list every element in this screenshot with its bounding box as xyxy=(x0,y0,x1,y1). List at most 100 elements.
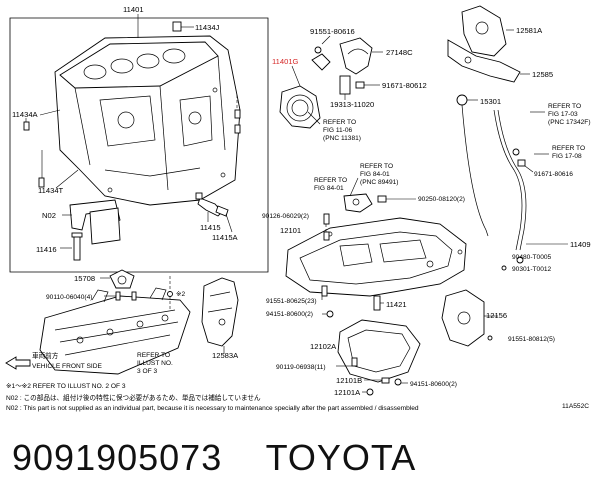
label-11421[interactable]: 11421 xyxy=(386,300,407,309)
label-11415A[interactable]: 11415A xyxy=(212,233,239,242)
ref-1106-line3: (PNC 11381) xyxy=(323,135,361,142)
ref-illust-line1: REFER TO xyxy=(137,352,170,359)
bolt-11416[interactable] xyxy=(60,232,83,261)
engine-bracket-12581A[interactable] xyxy=(461,5,514,57)
ref-8401-line1: REFER TO xyxy=(360,163,393,170)
bolt-90126[interactable] xyxy=(323,213,330,241)
pin-11434A[interactable] xyxy=(23,118,30,131)
footer-notes: ※1～※2 REFER TO ILLUST NO. 2 OF 3 N02 : こ… xyxy=(6,383,419,412)
oil-seal-retainer-11401G[interactable] xyxy=(279,65,321,129)
crankcase-baffle[interactable] xyxy=(39,287,191,375)
ref-illust-line2[interactable]: ILLUST NO. xyxy=(137,360,173,367)
ref-8401b-line1: REFER TO xyxy=(314,177,347,184)
oil-strainer-12156[interactable] xyxy=(441,289,498,347)
vehicle-front-arrow-icon xyxy=(5,356,31,370)
ref-1708-line2[interactable]: FIG 17-08 xyxy=(552,153,582,160)
reference-labels: REFER TO FIG 11-06 (PNC 11381) REFER TO … xyxy=(32,103,591,375)
ref-8401-line2[interactable]: FIG 84-01 xyxy=(360,171,390,178)
diagram-code: 11A552C xyxy=(562,403,589,410)
bolt-90250[interactable] xyxy=(377,195,416,203)
strainer-11421[interactable] xyxy=(373,295,384,311)
label-90119[interactable]: 90119-06938(11) xyxy=(276,364,326,371)
label-11415[interactable]: 11415 xyxy=(200,223,221,232)
label-12101[interactable]: 12101 xyxy=(280,226,301,235)
label-91551-80625[interactable]: 91551-80625(23) xyxy=(266,298,317,305)
dipstick-guide-11409[interactable] xyxy=(493,109,568,271)
ref-1703-line3: (PNC 17342F) xyxy=(548,119,591,126)
label-11401[interactable]: 11401 xyxy=(123,5,144,14)
label-15708[interactable]: 15708 xyxy=(74,274,95,283)
label-90301[interactable]: 90301-T0012 xyxy=(512,266,552,273)
note-n02-jp: N02 : この部品は、組付け後の特性に保つ必要があるため、単品では補給していま… xyxy=(6,393,261,402)
label-27148C[interactable]: 27148C xyxy=(386,48,413,57)
note-n02-en: N02 : This part is not supplied as an in… xyxy=(6,405,419,412)
label-12585[interactable]: 12585 xyxy=(532,70,553,79)
oil-pan-bracket[interactable] xyxy=(343,193,373,213)
bolts-90119[interactable] xyxy=(336,357,358,367)
part-caption: 9091905073 TOYOTA xyxy=(12,437,417,478)
label-N02: N02 xyxy=(42,211,56,220)
label-11434J[interactable]: 11434J xyxy=(195,23,220,32)
hose-15708[interactable] xyxy=(100,269,135,289)
oil-dipstick-15301[interactable] xyxy=(456,94,489,237)
bearing-cap-N02[interactable] xyxy=(62,199,121,245)
ref-1106-line1: REFER TO xyxy=(323,119,356,126)
oil-pan-lower-12102A[interactable] xyxy=(337,319,421,383)
bolts-90110[interactable] xyxy=(104,291,137,301)
ref-8401b-line2[interactable]: FIG 84-01 xyxy=(314,185,344,192)
label-15301[interactable]: 15301 xyxy=(480,97,501,106)
ref-x2-marker xyxy=(167,276,173,310)
label-90126[interactable]: 90126-06029(2) xyxy=(262,213,309,220)
label-11409[interactable]: 11409 xyxy=(570,240,591,249)
engine-mount-12583A[interactable] xyxy=(201,277,239,354)
label-11416[interactable]: 11416 xyxy=(36,245,57,254)
bolt-11415A[interactable] xyxy=(215,205,233,233)
label-12102A[interactable]: 12102A xyxy=(310,342,337,351)
label-91551-80616[interactable]: 91551-80616 xyxy=(310,27,355,36)
label-91671-80612[interactable]: 91671-80612 xyxy=(382,81,427,90)
oil-pan-upper-12101[interactable] xyxy=(285,217,467,297)
bolt-91671-80612[interactable] xyxy=(355,81,380,89)
bolts-91551-80625[interactable] xyxy=(321,285,328,300)
label-11434A[interactable]: 11434A xyxy=(12,110,39,119)
label-90110[interactable]: 90110-06040(4) xyxy=(46,294,92,301)
plug-11434J[interactable] xyxy=(172,21,194,32)
gasket-94151-b[interactable] xyxy=(394,378,408,386)
block-leaders xyxy=(39,18,139,189)
front-label-jp: 車両前方 xyxy=(32,351,59,360)
label-19313-11020[interactable]: 19313-11020 xyxy=(330,100,374,109)
cylinder-block[interactable] xyxy=(54,35,241,206)
front-label-en: VEHICLE FRONT SIDE xyxy=(32,363,102,370)
hose-27148C[interactable] xyxy=(339,37,383,75)
label-12581A[interactable]: 12581A xyxy=(516,26,543,35)
ref-illust-line3: 3 OF 3 xyxy=(137,368,157,375)
ref-1703-line2[interactable]: FIG 17-03 xyxy=(548,111,578,118)
label-91551-80812[interactable]: 91551-80812(5) xyxy=(508,336,555,343)
sensor-91551[interactable] xyxy=(311,35,331,71)
label-12156[interactable]: 12156 xyxy=(486,311,507,320)
pin-11434A-right[interactable] xyxy=(234,95,241,134)
label-90250[interactable]: 90250-08120(2) xyxy=(418,196,465,203)
label-90480[interactable]: 90480-T0005 xyxy=(512,254,552,261)
label-94151-80600-a[interactable]: 94151-80600(2) xyxy=(266,311,313,318)
ref-1703-line1: REFER TO xyxy=(548,103,581,110)
label-94151-80600-b[interactable]: 94151-80600(2) xyxy=(410,381,457,388)
ref-1106-line2[interactable]: FIG 11-06 xyxy=(323,127,353,134)
note-refer-illust: ※1～※2 REFER TO ILLUST NO. 2 OF 3 xyxy=(6,383,126,390)
bolt-94151-a[interactable] xyxy=(322,310,334,318)
ref-1708-line1: REFER TO xyxy=(552,145,585,152)
engine-bracket-12585[interactable] xyxy=(447,39,530,83)
label-11401G[interactable]: 11401G xyxy=(272,57,299,66)
label-12101B[interactable]: 12101B xyxy=(336,376,362,385)
bolt-91671-80616[interactable] xyxy=(517,159,534,173)
label-12583A[interactable]: 12583A xyxy=(212,351,239,360)
ref-8401-line3: (PNC 89491) xyxy=(360,179,398,186)
drain-12101A[interactable] xyxy=(362,388,374,396)
part-labels: 11401 11434J 11434A 11434T N02 11416 114… xyxy=(12,5,591,410)
label-91671-80616[interactable]: 91671-80616 xyxy=(534,171,573,178)
pin-11434T[interactable] xyxy=(38,150,45,188)
label-12101A[interactable]: 12101A xyxy=(334,388,361,397)
sensor-19313[interactable] xyxy=(339,75,351,100)
drain-plug-12101B[interactable] xyxy=(364,377,390,384)
label-11434T[interactable]: 11434T xyxy=(38,186,64,195)
